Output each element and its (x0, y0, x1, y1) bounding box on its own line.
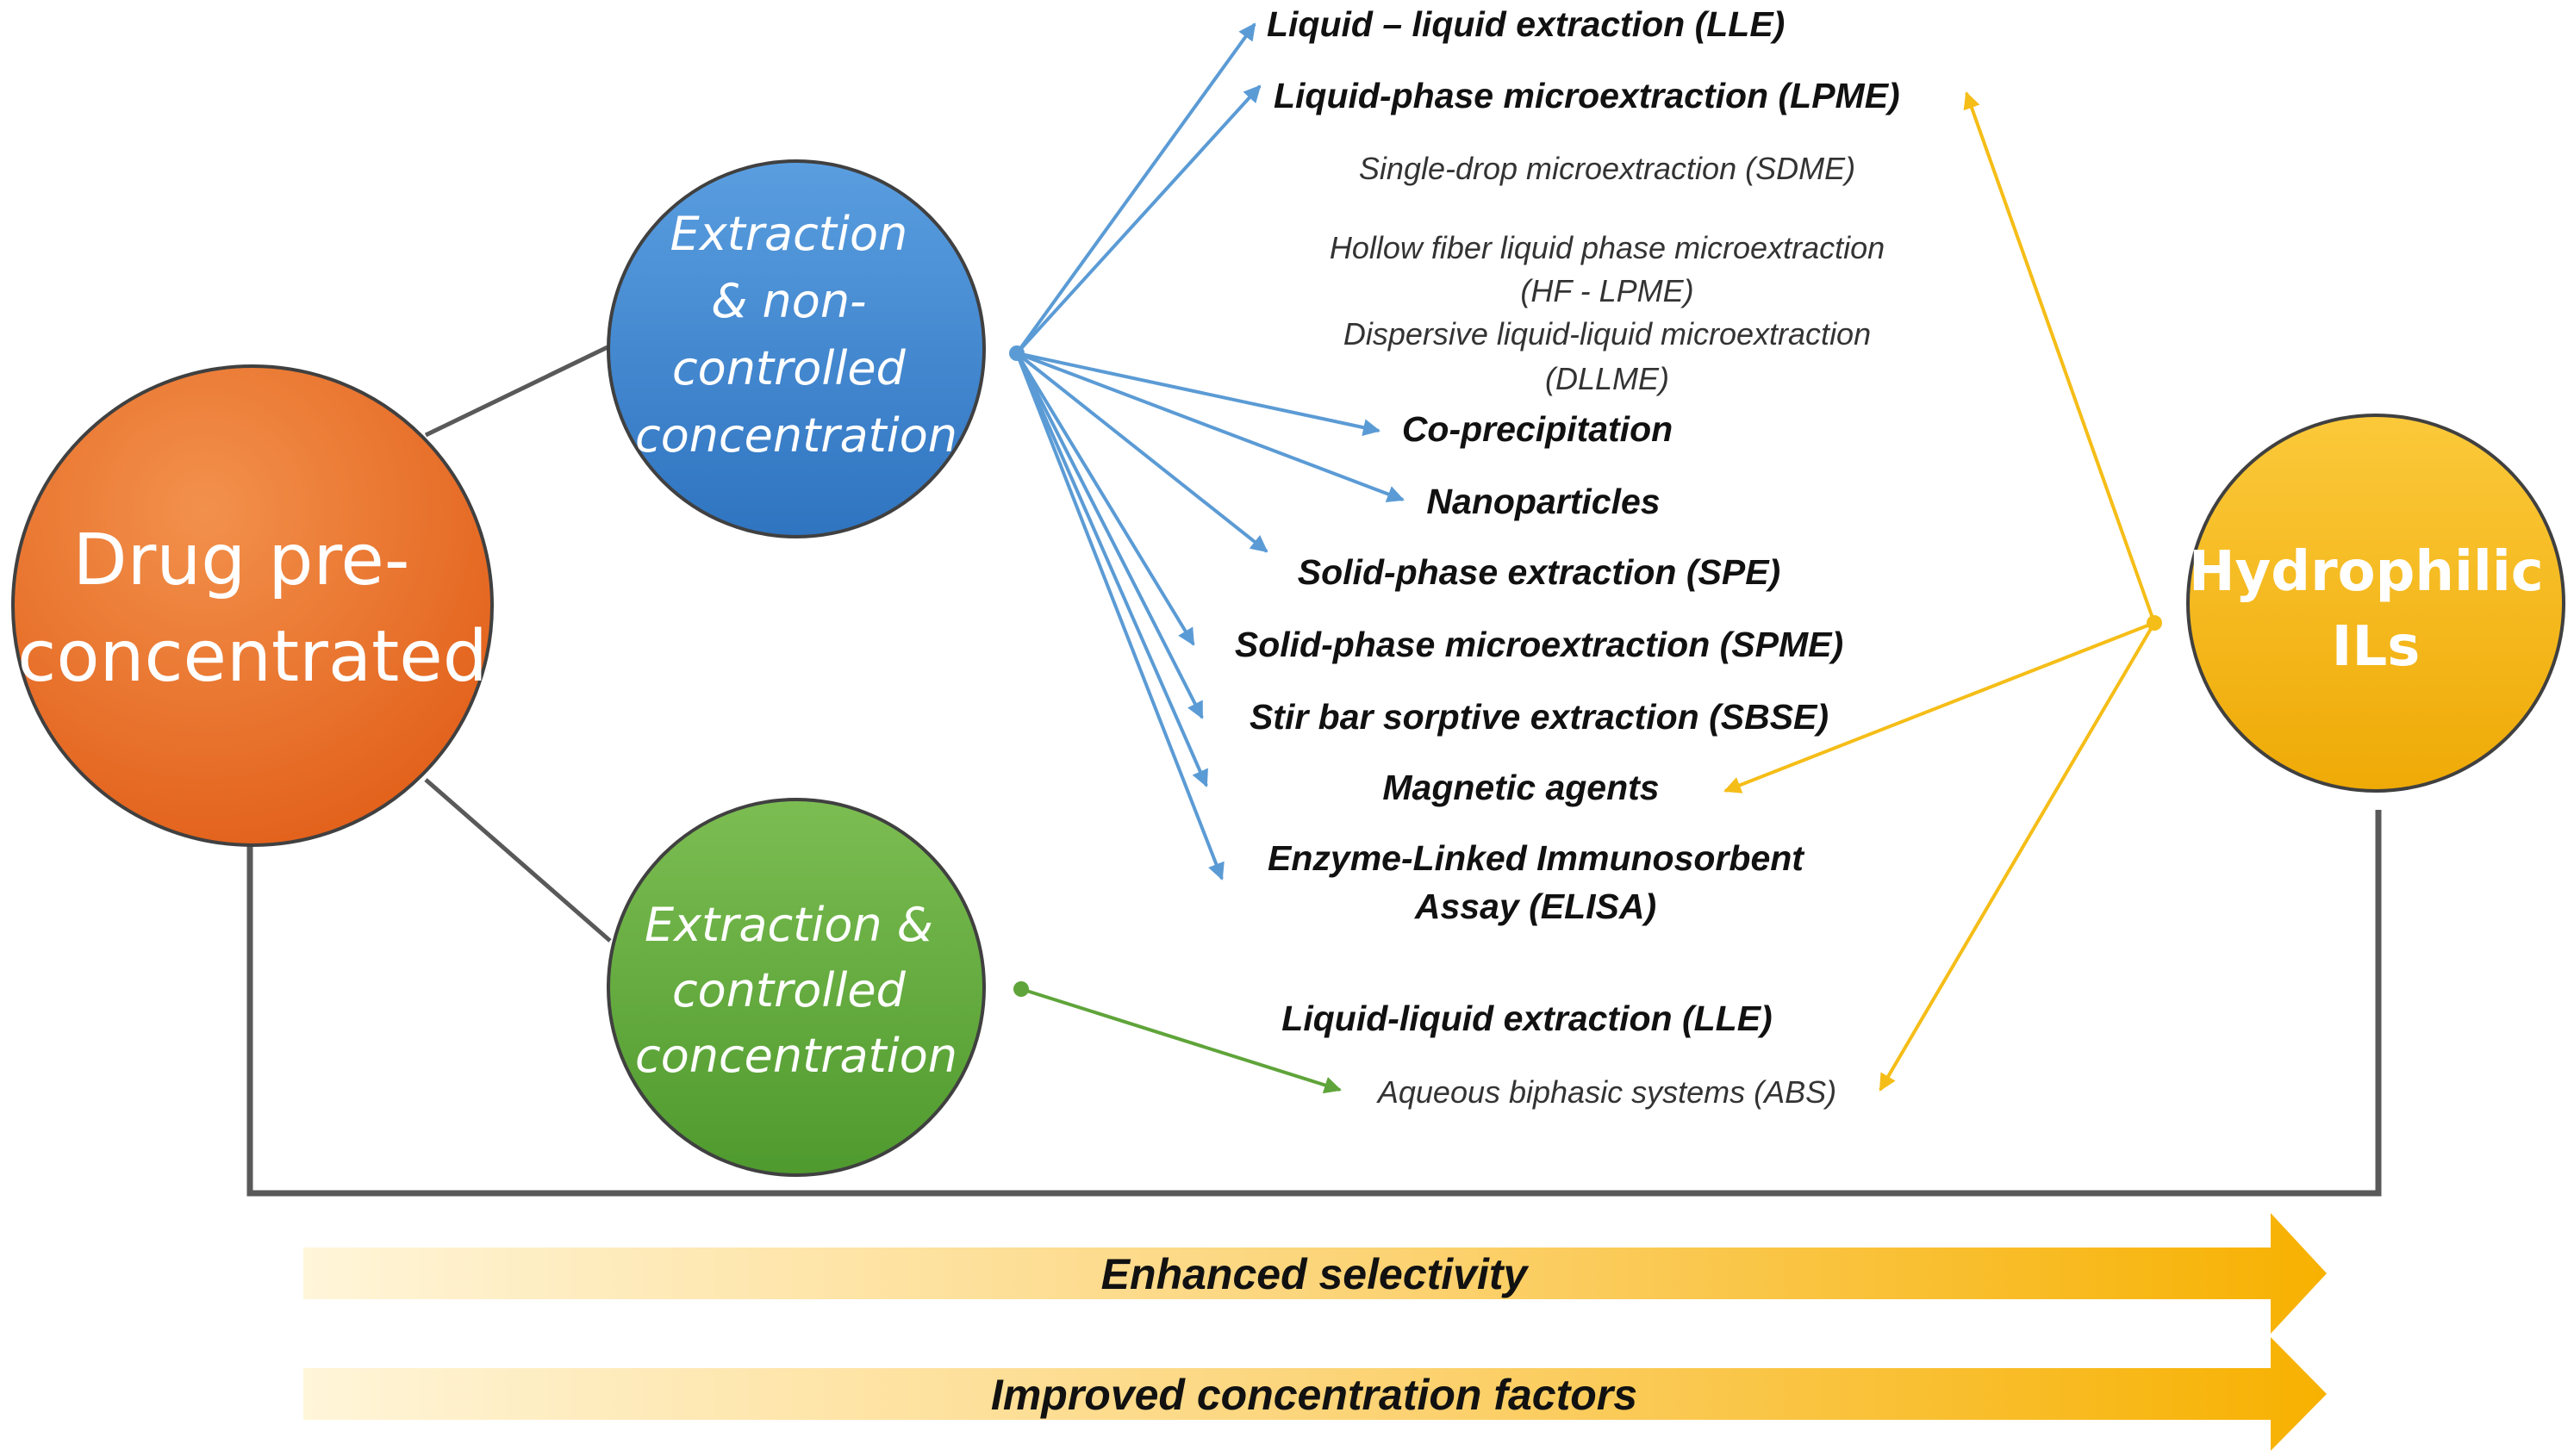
banner-enhanced-selectivity: Enhanced selectivity (303, 1213, 2327, 1334)
technique-sdme: Single-drop microextraction (SDME) (1359, 151, 1855, 186)
bracket-line (246, 810, 2382, 1197)
technique-elisa-line-1: Enzyme-Linked Immunosorbent (1268, 838, 1805, 878)
technique-nanoparticles: Nanoparticles (1426, 482, 1660, 521)
technique-lle: Liquid – liquid extraction (LLE) (1267, 4, 1785, 44)
connector-to-non-controlled (424, 345, 609, 438)
technique-magnetic-agents: Magnetic agents (1382, 768, 1659, 807)
arrow-ils-to-magnetic (1723, 621, 2155, 793)
arrow-to-lpme (1015, 84, 1262, 355)
technique-hf-lpme-line-1: Hollow fiber liquid phase microextractio… (1330, 230, 1885, 265)
banner-improved-concentration-label: Improved concentration factors (991, 1371, 1637, 1419)
node-hydrophilic-ils: Hydrophilic ILs (2186, 414, 2565, 793)
arrow-to-spme (1015, 352, 1195, 646)
technique-list: Liquid – liquid extraction (LLE) Liquid-… (1235, 4, 1900, 1110)
blue-hub-dot (1009, 345, 1025, 361)
technique-dllme-line-2: (DLLME) (1545, 361, 1669, 396)
technique-dllme-line-1: Dispersive liquid-liquid microextraction (1343, 316, 1871, 352)
arrow-ils-to-abs (1879, 621, 2156, 1092)
banner-enhanced-selectivity-label: Enhanced selectivity (1101, 1250, 1530, 1298)
technique-lpme: Liquid-phase microextraction (LPME) (1274, 76, 1900, 115)
technique-lle-controlled: Liquid-liquid extraction (LLE) (1281, 999, 1772, 1038)
non-controlled-line-2: & non- (711, 274, 866, 328)
drug-label-line-1: Drug pre- (72, 520, 409, 601)
arrow-to-abs (1020, 987, 1342, 1094)
ils-label-line-2: ILs (2332, 615, 2421, 679)
arrow-to-lle (1015, 22, 1256, 355)
ils-label-line-1: Hydrophilic (2189, 540, 2544, 604)
blue-arrow-group (1015, 22, 1405, 880)
node-drug-pre-concentrated: Drug pre- concentrated (11, 364, 494, 847)
technique-hf-lpme-line-2: (HF - LPME) (1520, 273, 1693, 308)
arrow-to-spe (1015, 352, 1268, 553)
non-controlled-line-4: concentration (635, 408, 957, 463)
non-controlled-line-1: Extraction (670, 207, 908, 261)
technique-abs: Aqueous biphasic systems (ABS) (1376, 1074, 1836, 1110)
green-hub-dot (1013, 981, 1029, 997)
technique-coprecipitation: Co-precipitation (1402, 409, 1673, 449)
banner-improved-concentration-factors: Improved concentration factors (303, 1337, 2327, 1451)
arrow-to-nano (1016, 352, 1405, 502)
arrow-to-coprec (1016, 352, 1380, 437)
node-extraction-controlled: Extraction & controlled concentration (607, 798, 986, 1177)
connector-to-controlled (424, 778, 612, 943)
arrow-ils-to-lpme (1963, 91, 2156, 624)
technique-spe: Solid-phase extraction (SPE) (1298, 552, 1780, 592)
technique-sbse: Stir bar sorptive extraction (SBSE) (1250, 697, 1829, 737)
drug-label-line-2: concentrated (17, 616, 488, 698)
svg-text:Hydrophilic ILs: Hydrophilic ILs (2189, 540, 2563, 679)
technique-spme: Solid-phase microextraction (SPME) (1235, 625, 1843, 664)
svg-text:Drug pre- concentrated: Drug pre- concentrated (17, 520, 488, 698)
controlled-line-1: Extraction & (645, 898, 933, 952)
node-extraction-non-controlled: Extraction & non- controlled concentrati… (607, 159, 986, 538)
arrow-to-sbse (1015, 352, 1204, 719)
arrow-to-magnetic (1015, 352, 1208, 787)
svg-text:Extraction & non-: Extraction & non- controlled concentrati… (635, 207, 957, 463)
controlled-line-3: concentration (635, 1029, 957, 1083)
non-controlled-line-3: controlled (672, 341, 907, 395)
gold-hub-dot (2147, 615, 2162, 631)
arrow-to-elisa (1015, 352, 1225, 880)
technique-elisa-line-2: Assay (ELISA) (1414, 887, 1656, 926)
gold-arrow-group (1723, 91, 2156, 1092)
controlled-line-2: controlled (672, 963, 907, 1017)
svg-text:Extraction & controlled: Extraction & controlled concentration (635, 898, 957, 1083)
